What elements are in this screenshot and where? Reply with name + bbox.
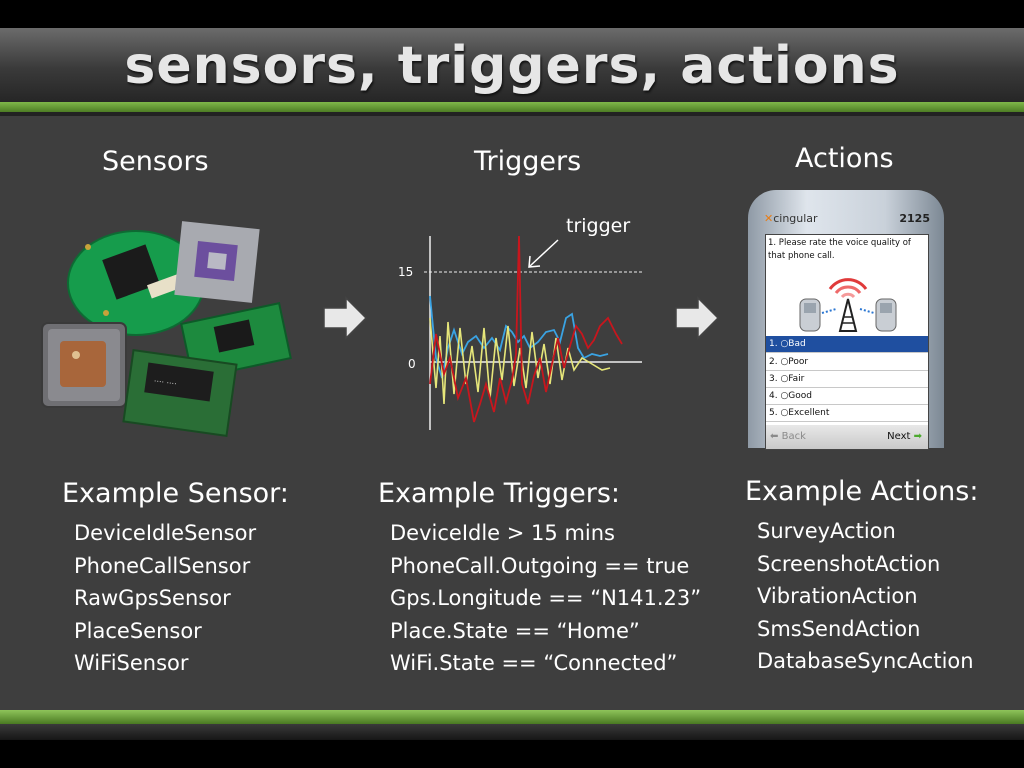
list-item: DeviceIdleSensor [74,521,257,545]
phone-brand-label: cingular [773,212,818,225]
list-item: WiFi.State == “Connected” [390,651,678,675]
list-item: WiFiSensor [74,651,189,675]
dark-divider [0,112,1024,116]
triggers-heading: Triggers [474,146,582,177]
list-item: PhoneCallSensor [74,553,251,578]
arrow-right-green-icon: ➡ [913,431,922,442]
example-actions-section: Example Actions: SurveyAction Screenshot… [745,476,978,678]
annotation-arrow-line [529,239,559,267]
bottom-band [0,724,1024,740]
phone-brand-bar: ✕cingular 2125 [762,212,930,228]
svg-text:···· ····: ···· ···· [153,377,177,389]
series-blue-line [429,295,609,379]
annotation-arrow-head [528,255,541,268]
survey-option-2[interactable]: 2. ○Poor [766,354,928,371]
phone-brand: ✕cingular [764,212,818,225]
list-item: PlaceSensor [74,618,202,643]
next-label: Next [887,431,911,442]
list-item: DeviceIdle > 15 mins [390,521,615,545]
arrow-right-icon-2 [675,296,720,340]
phone-illustration: ✕cingular 2125 1. Please rate the voice … [748,190,944,450]
example-triggers-title: Example Triggers: [378,478,620,509]
actions-heading: Actions [795,143,894,174]
series-red-line [429,235,623,423]
survey-question: 1. Please rate the voice quality of that… [768,238,911,261]
tick-0: 0 [408,357,416,371]
survey-option-3[interactable]: 3. ○Fair [766,371,928,388]
top-black-bar [0,0,1024,28]
example-sensor-section: Example Sensor: DeviceIdleSensor PhoneCa… [62,478,289,680]
arrow-right-icon [323,296,368,340]
list-item: ScreenshotAction [757,551,941,576]
sensors-photo: ···· ···· [41,221,292,438]
trigger-annotation: trigger [566,215,630,237]
back-label: Back [781,431,806,442]
list-item: DatabaseSyncAction [757,649,974,673]
title-band [0,28,1024,102]
slide-title: sensors, triggers, actions [124,36,900,96]
list-item: Gps.Longitude == “N141.23” [390,586,702,610]
survey-option-5[interactable]: 5. ○Excellent [766,405,928,422]
example-actions-title: Example Actions: [745,476,979,507]
cell-tower-icon [799,278,897,332]
survey-option-1[interactable]: 1. ○Bad [766,336,928,353]
list-item: VibrationAction [757,584,918,608]
back-button[interactable]: ⬅ Back [770,425,806,449]
list-item: RawGpsSensor [74,586,231,610]
phone-model: 2125 [899,212,930,225]
cingular-logo-icon: ✕ [764,212,774,225]
list-item: SmsSendAction [757,616,921,641]
survey-option-4[interactable]: 4. ○Good [766,388,928,405]
list-item: PhoneCall.Outgoing == true [390,553,690,578]
next-button[interactable]: Next ➡ [887,425,922,449]
bottom-black-bar [0,740,1024,768]
list-item: Place.State == “Home” [390,618,640,643]
example-triggers-section: Example Triggers: DeviceIdle > 15 mins P… [378,478,701,680]
tick-15: 15 [398,265,413,279]
example-actions-list: SurveyAction ScreenshotAction VibrationA… [745,515,978,678]
survey-nav-row: ⬅ Back Next ➡ [766,425,928,449]
example-sensor-title: Example Sensor: [62,478,289,509]
list-item: SurveyAction [757,519,896,543]
example-sensor-list: DeviceIdleSensor PhoneCallSensor RawGpsS… [62,517,289,680]
arrow-left-icon: ⬅ [770,431,779,442]
green-divider-bottom [0,710,1024,724]
trigger-chart: 15 0 trigger [398,215,644,430]
phone-screen: 1. Please rate the voice quality of that… [765,234,929,450]
green-divider-top [0,102,1024,112]
sensors-heading: Sensors [102,146,209,177]
example-triggers-list: DeviceIdle > 15 mins PhoneCall.Outgoing … [378,517,701,680]
